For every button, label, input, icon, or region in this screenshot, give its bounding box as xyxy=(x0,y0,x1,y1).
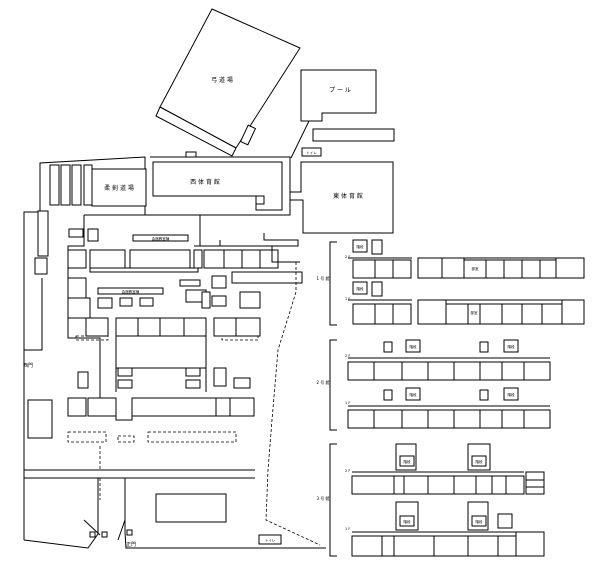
svg-text:会館教室棟: 会館教室棟 xyxy=(152,236,170,241)
central-block-lower[interactable] xyxy=(85,317,261,337)
upper-hatched-walkway xyxy=(89,267,199,273)
svg-text:1 F: 1 F xyxy=(345,297,350,301)
svg-text:2 F: 2 F xyxy=(345,255,350,259)
svg-text:会館教室棟: 会館教室棟 xyxy=(122,289,140,294)
south-toilet-label: トイレ xyxy=(265,539,276,543)
svg-text:1 F: 1 F xyxy=(345,527,350,531)
archery-shed xyxy=(239,124,257,146)
building-1-1f: 1 F 階段 部室 xyxy=(345,281,585,325)
judo-label: 柔 剣 道 場 xyxy=(104,184,134,192)
west-gate-label[interactable]: 西門 xyxy=(23,363,33,369)
west-shed xyxy=(34,257,48,275)
svg-text:1 F: 1 F xyxy=(345,401,350,405)
west-gymnasium[interactable]: 西 体 育 館 xyxy=(152,151,283,211)
svg-text:階段: 階段 xyxy=(410,392,418,397)
south-court xyxy=(155,493,227,523)
svg-text:階段: 階段 xyxy=(404,519,412,524)
east-annex xyxy=(231,271,303,284)
svg-text:2 F: 2 F xyxy=(345,469,350,473)
svg-text:2 F: 2 F xyxy=(345,354,350,358)
building-3-panel[interactable]: 3 号 館 2 F 階段 階段 1 F 階段 xyxy=(316,443,545,557)
central-block-upper[interactable] xyxy=(67,249,279,269)
pool-label: プ ー ル xyxy=(329,87,351,94)
building-1-label: 1 号 館 xyxy=(316,275,329,281)
svg-text:階段: 階段 xyxy=(508,392,516,397)
main-gate-label[interactable]: 正門 xyxy=(126,542,136,548)
east-path xyxy=(265,262,321,546)
svg-text:階段: 階段 xyxy=(508,344,516,349)
west-boundary xyxy=(23,278,43,540)
judo-kendo-hall[interactable]: 柔 剣 道 場 xyxy=(91,168,147,207)
svg-text:階段: 階段 xyxy=(476,519,484,524)
hatched-area-west xyxy=(67,431,107,443)
building-2-label: 2 号 館 xyxy=(316,379,329,385)
east-gym-label: 東 体 育 館 xyxy=(333,192,363,200)
building-3-label: 3 号 館 xyxy=(316,495,329,501)
pool-annex xyxy=(312,128,395,142)
east-gymnasium[interactable]: 東 体 育 館 xyxy=(289,161,394,234)
building-3-2f: 2 F 階段 階段 xyxy=(345,443,545,495)
archery-passage xyxy=(155,106,237,157)
building-2-2f: 2 F 階段 階段 xyxy=(345,339,551,381)
hall-classroom-b[interactable]: 会館教室棟 xyxy=(97,287,164,295)
building-1-panel[interactable]: 1 号 館 2 F 階段 部室 1 F 階段 xyxy=(316,239,585,326)
stair-central-1 xyxy=(68,228,84,238)
svg-text:部室: 部室 xyxy=(472,266,480,271)
building-3-1f: 1 F 階段 階段 xyxy=(345,501,545,557)
building-1-2f: 2 F 階段 部室 xyxy=(345,239,585,279)
archery-label: 弓 道 場 xyxy=(211,76,233,84)
west-gym-label: 西 体 育 館 xyxy=(190,178,220,186)
svg-text:階段: 階段 xyxy=(357,286,365,291)
svg-text:階段: 階段 xyxy=(404,459,412,464)
pool[interactable]: プ ー ル xyxy=(300,69,377,122)
svg-text:階段: 階段 xyxy=(410,344,418,349)
main-avenue xyxy=(24,469,255,479)
central-block-middle[interactable] xyxy=(67,275,261,319)
building-2-1f: 1 F 階段 階段 xyxy=(345,387,551,429)
pool-toilet: トイレ xyxy=(301,147,322,157)
south-toilet: トイレ xyxy=(258,534,282,545)
svg-text:部室: 部室 xyxy=(471,310,479,315)
club-rooms-north xyxy=(49,164,93,206)
south-boundary xyxy=(23,478,326,549)
club-rooms-west xyxy=(37,210,49,257)
courtyard-stairs xyxy=(117,367,201,389)
pool-path xyxy=(290,120,310,159)
building-2-panel[interactable]: 2 号 館 2 F 階段 階段 1 F 階段 xyxy=(316,339,551,431)
svg-text:階段: 階段 xyxy=(357,244,365,249)
hall-classroom-a[interactable]: 会館教室棟 xyxy=(132,234,189,242)
south-block[interactable] xyxy=(67,397,255,417)
west-building xyxy=(27,399,53,439)
pool-toilet-label: トイレ xyxy=(306,151,317,155)
north-corridor xyxy=(150,156,291,192)
central-corridor-north xyxy=(194,215,299,247)
hatched-area-east xyxy=(147,431,237,443)
svg-text:階段: 階段 xyxy=(476,459,484,464)
